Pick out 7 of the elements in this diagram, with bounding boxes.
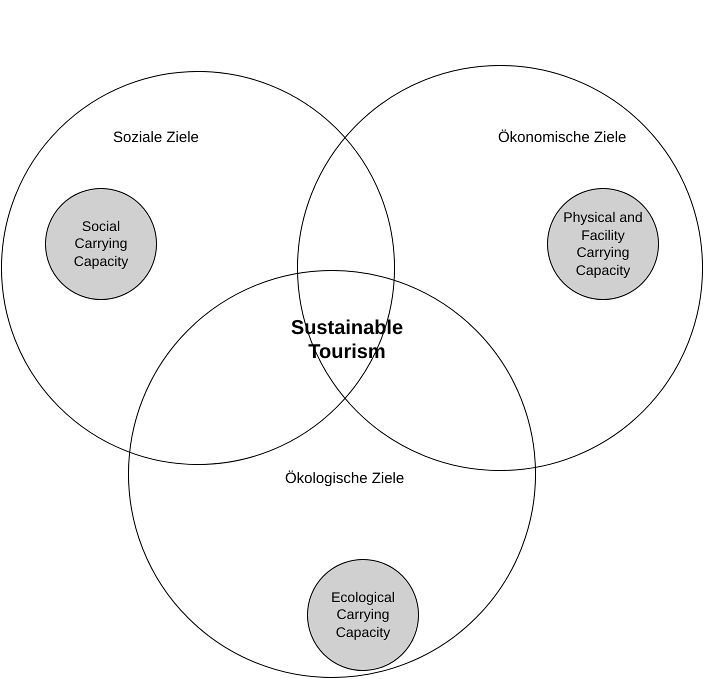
circle-title: Ökologische Ziele xyxy=(285,470,404,487)
venn-circle xyxy=(128,270,536,678)
circle-title: Soziale Ziele xyxy=(113,129,199,146)
circle-label: Ecological Carrying Capacity xyxy=(330,588,396,642)
circle-title: Ökonomische Ziele xyxy=(498,129,626,146)
circle-label: Social Carrying Capacity xyxy=(72,218,130,270)
circle-label: Physical and Facility Carrying Capacity xyxy=(562,209,644,279)
